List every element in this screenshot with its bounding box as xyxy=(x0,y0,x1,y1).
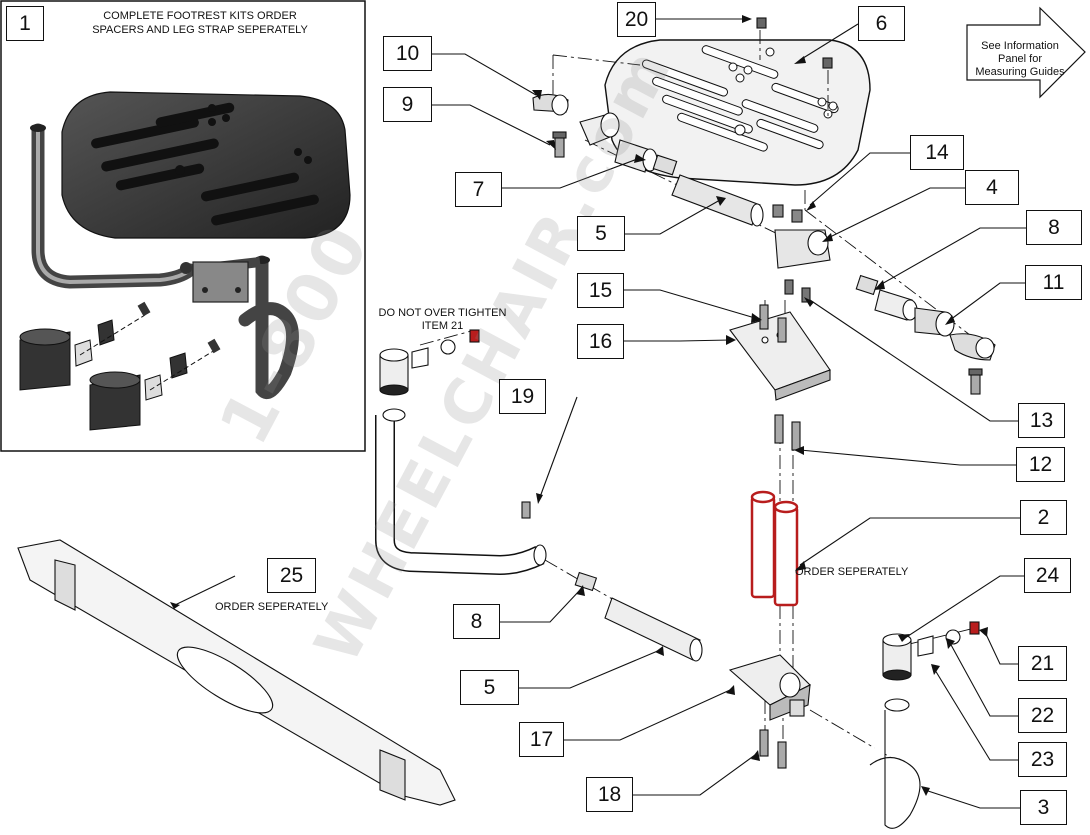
info-line3: Measuring Guides xyxy=(975,66,1065,78)
spacers-2 xyxy=(750,490,799,607)
callout-19: 19 xyxy=(499,379,546,414)
lower-clamp-17 xyxy=(728,654,811,769)
callout-7: 7 xyxy=(455,172,502,207)
kit-hardware xyxy=(19,301,221,431)
callout-11: 11 xyxy=(1025,265,1082,300)
footrest-kit-box xyxy=(0,0,366,452)
callout-5a: 5 xyxy=(577,216,625,251)
callout-10: 10 xyxy=(383,36,432,71)
callout-14: 14 xyxy=(910,135,964,170)
kit-clamp xyxy=(192,261,249,303)
callout-8b: 8 xyxy=(453,604,500,639)
kit-footplate xyxy=(61,91,351,239)
info-line2: Panel for xyxy=(997,53,1043,65)
upper-hardware xyxy=(532,17,996,395)
order-separately-25: ORDER SEPERATELY xyxy=(215,601,329,613)
callout-15: 15 xyxy=(577,273,624,308)
bracket-16 xyxy=(729,304,831,451)
callout-6: 6 xyxy=(858,6,905,41)
leader-arrowheads xyxy=(170,15,988,796)
info-arrow-shape xyxy=(966,6,1086,99)
tighten-note-line2: ITEM 21 xyxy=(421,320,464,332)
callout-20: 20 xyxy=(617,2,656,37)
callout-21: 21 xyxy=(1018,646,1067,681)
callout-12: 12 xyxy=(1016,447,1065,482)
callout-24: 24 xyxy=(1024,558,1071,593)
callout-4: 4 xyxy=(965,170,1019,205)
tighten-note-line1: DO NOT OVER TIGHTEN xyxy=(378,307,507,319)
leg-strap-25 xyxy=(17,539,456,806)
kit-note-line1: COMPLETE FOOTREST KITS ORDER xyxy=(103,10,297,22)
kit-footplate-slots xyxy=(91,102,319,226)
callout-23: 23 xyxy=(1018,742,1067,777)
callout-17: 17 xyxy=(519,722,564,757)
callout-9: 9 xyxy=(383,87,432,122)
callout-3: 3 xyxy=(1020,790,1067,825)
callout-13: 13 xyxy=(1018,403,1065,438)
callout-16: 16 xyxy=(577,324,624,359)
order-separately-2: ORDER SEPERATELY xyxy=(795,566,909,578)
right-hanger-tube-3 xyxy=(869,621,980,829)
callout-18: 18 xyxy=(586,777,633,812)
left-hanger-tube xyxy=(375,329,703,662)
callout-2: 2 xyxy=(1020,500,1067,535)
callout-22: 22 xyxy=(1018,698,1067,733)
footplate-6 xyxy=(604,39,871,186)
callout-25: 25 xyxy=(267,558,316,593)
leader-lines xyxy=(174,18,1026,809)
info-line1: See Information xyxy=(981,40,1059,52)
kit-note-line2: SPACERS AND LEG STRAP SEPERATELY xyxy=(92,24,308,36)
callout-8a: 8 xyxy=(1026,210,1082,245)
callout-1: 1 xyxy=(6,6,44,41)
callout-5b: 5 xyxy=(460,670,519,705)
